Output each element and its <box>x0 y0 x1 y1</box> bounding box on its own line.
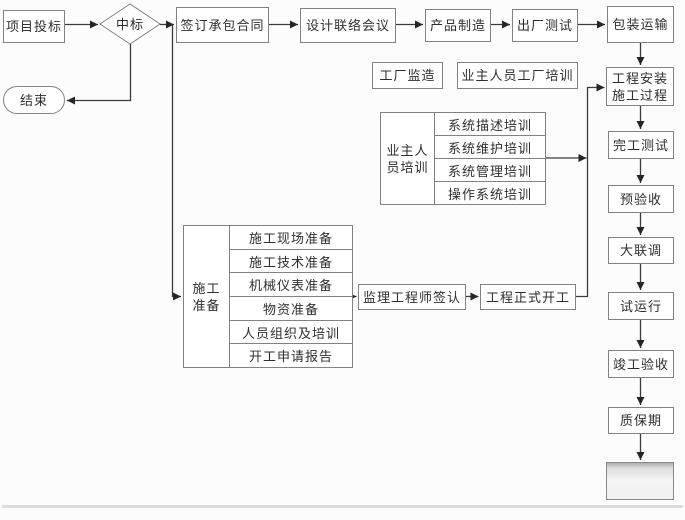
construction-prep-item: 机械仪表准备 <box>230 273 352 298</box>
construction-prep-label: 施工准备 <box>184 226 230 367</box>
owner-training-item: 系统描述培训 <box>435 113 545 136</box>
node-factory-supervision: 工厂监造 <box>372 62 443 89</box>
construction-prep-group: 施工准备 施工现场准备 施工技术准备 机械仪表准备 物资准备 人员组织及培训 开… <box>183 225 353 368</box>
node-pre-acceptance: 预验收 <box>608 185 674 213</box>
node-manufacturing: 产品制造 <box>425 9 491 42</box>
node-installation-process: 工程安装施工过程 <box>606 67 674 106</box>
page-bottom-edge <box>2 505 683 508</box>
owner-training-label: 业主人员培训 <box>381 113 435 204</box>
construction-prep-item: 人员组织及培训 <box>230 321 352 345</box>
node-completion-acceptance: 竣工验收 <box>608 350 674 378</box>
node-packing-transport: 包装运输 <box>607 6 674 43</box>
owner-training-group: 业主人员培训 系统描述培训 系统维护培训 系统管理培训 操作系统培训 <box>380 112 546 205</box>
owner-training-item: 系统维护培训 <box>435 136 545 159</box>
node-owner-factory-training: 业主人员工厂培训 <box>457 62 578 89</box>
node-end: 结束 <box>3 86 65 114</box>
node-final-stage <box>606 462 674 500</box>
node-trial-operation: 试运行 <box>608 292 674 320</box>
node-warranty-period: 质保期 <box>608 407 674 434</box>
construction-prep-item: 施工现场准备 <box>230 226 352 250</box>
construction-prep-item: 开工申请报告 <box>248 349 333 365</box>
node-design-meeting: 设计联络会议 <box>300 8 396 43</box>
construction-prep-item: 施工技术准备 <box>230 250 352 274</box>
node-formal-start: 工程正式开工 <box>480 284 576 310</box>
owner-training-item: 系统管理培训 <box>435 159 545 182</box>
node-supervisor-sign: 监理工程师签认 <box>358 284 466 310</box>
node-factory-test: 出厂测试 <box>512 9 578 42</box>
node-win-bid-decision: 中标 <box>115 17 144 32</box>
node-joint-commissioning: 大联调 <box>608 237 674 264</box>
construction-prep-item: 物资准备 <box>230 297 352 321</box>
node-sign-contract: 签订承包合同 <box>176 7 269 43</box>
node-completion-test: 完工测试 <box>608 131 674 159</box>
node-project-bid: 项目投标 <box>3 10 65 43</box>
owner-training-item: 操作系统培训 <box>447 186 532 202</box>
